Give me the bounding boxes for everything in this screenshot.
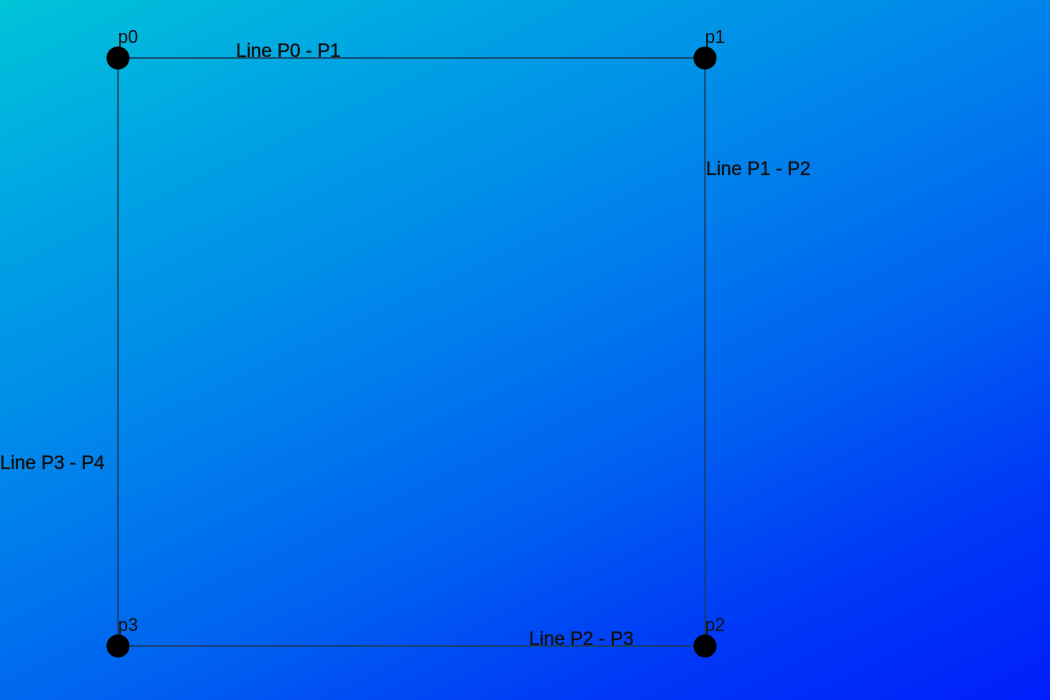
vertex-dot-p2[interactable] <box>693 634 717 658</box>
vertices <box>106 46 717 658</box>
vertex-label-p0: p0 <box>118 27 138 47</box>
edge-labels: Line P0 - P1 Line P1 - P2 Line P2 - P3 L… <box>0 41 811 650</box>
vertex-labels: p0 p1 p2 p3 <box>118 27 725 635</box>
vertex-label-p2: p2 <box>705 615 725 635</box>
vertex-dot-p1[interactable] <box>693 46 717 70</box>
vertex-label-p3: p3 <box>118 615 138 635</box>
edge-label-p3-p0: Line P3 - P4 <box>0 453 105 474</box>
vertex-dot-p3[interactable] <box>106 634 130 658</box>
vertex-dot-p0[interactable] <box>106 46 130 70</box>
edge-label-p1-p2: Line P1 - P2 <box>706 159 811 180</box>
vertex-label-p1: p1 <box>705 27 725 47</box>
edge-label-p2-p3: Line P2 - P3 <box>529 629 634 650</box>
edge-label-p0-p1: Line P0 - P1 <box>236 41 341 62</box>
edges <box>117 57 706 647</box>
